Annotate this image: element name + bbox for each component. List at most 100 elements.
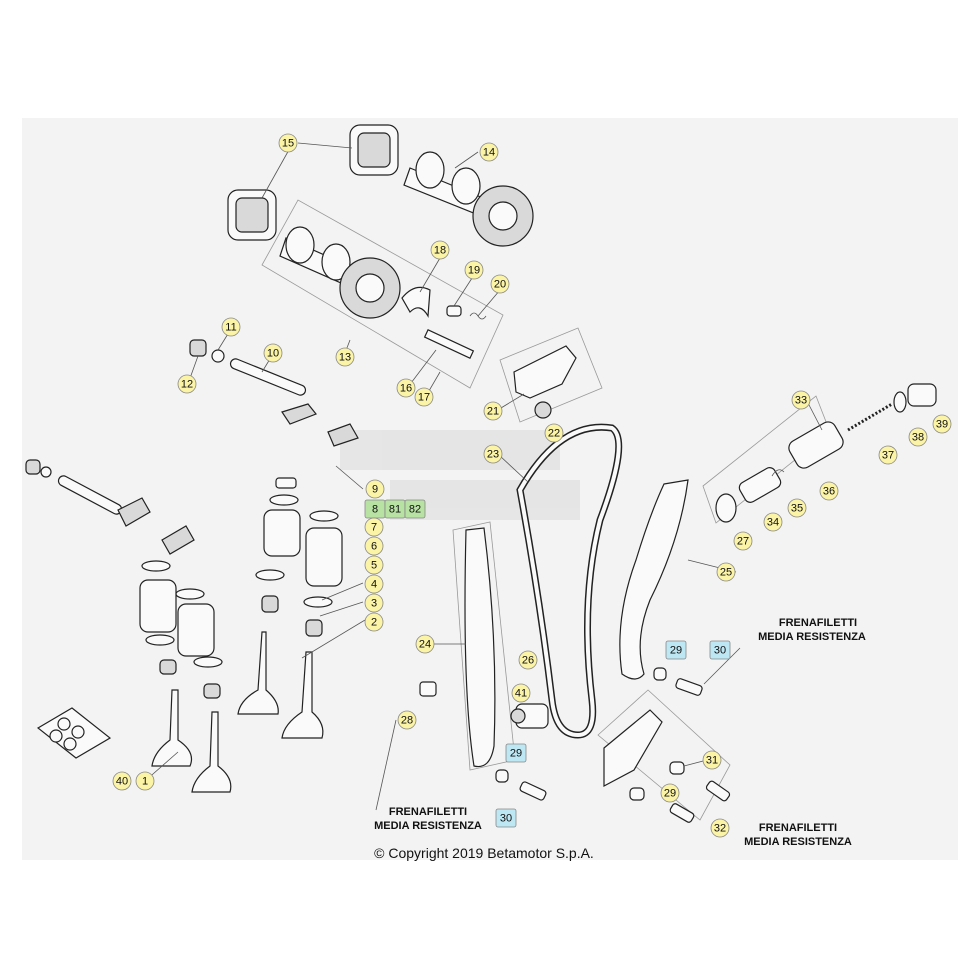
rocker-arm-upper-b — [327, 423, 359, 447]
callout-badge — [278, 133, 298, 153]
callout-badge — [414, 387, 434, 407]
intake-camshaft — [279, 226, 401, 319]
callout-number: 8 — [372, 504, 378, 516]
callout-badge — [483, 444, 503, 464]
callout-badge — [464, 260, 484, 280]
decompressor-shaft — [423, 329, 475, 359]
callout-badge — [878, 445, 898, 465]
screw-30-upper — [675, 678, 703, 696]
callout-badge — [364, 555, 384, 575]
callout-c5: 5 — [364, 555, 384, 575]
callout-number: 29 — [670, 645, 682, 657]
callout-number: 7 — [371, 522, 377, 534]
callout-number: 32 — [714, 823, 726, 835]
callout-number: 82 — [409, 504, 421, 516]
callout-c21: 21 — [483, 401, 503, 421]
callout-badge — [365, 479, 385, 499]
camshaft-bearing-lower — [227, 189, 277, 241]
camshaft-group-frame — [261, 199, 504, 389]
callout-number: 35 — [791, 503, 803, 515]
callout-c8: 8 — [364, 499, 386, 519]
callout-number: 29 — [510, 748, 522, 760]
callout-badge — [710, 818, 730, 838]
rocker-shaft-left — [57, 475, 123, 515]
callout-badge — [518, 650, 538, 670]
note-line-1: FRENAFILETTI — [389, 806, 467, 818]
callout-number: 33 — [795, 395, 807, 407]
rocker-shaft-left-plug — [25, 459, 41, 475]
support-bushing-a — [669, 761, 685, 775]
chain-tensioner-blade — [619, 479, 689, 680]
callout-c22: 22 — [544, 423, 564, 443]
callout-number: 37 — [882, 450, 894, 462]
callout-c32: 32 — [710, 818, 730, 838]
callout-badge — [660, 783, 680, 803]
callout-number: 36 — [823, 486, 835, 498]
tensioner-o-ring — [715, 493, 737, 523]
guide-support — [603, 709, 663, 787]
callout-badge — [763, 512, 783, 532]
callout-c40: 40 — [112, 771, 132, 791]
callout-badge — [819, 481, 839, 501]
callout-c23: 23 — [483, 444, 503, 464]
callout-number: 21 — [487, 406, 499, 418]
callout-badge — [364, 612, 384, 632]
callout-badge — [397, 710, 417, 730]
callout-number: 39 — [936, 419, 948, 431]
callout-number: 2 — [371, 617, 377, 629]
callout-c33: 33 — [791, 390, 811, 410]
callout-c19: 19 — [464, 260, 484, 280]
camshaft-bearing-upper — [349, 124, 399, 176]
callout-c29a: 29 — [665, 640, 687, 660]
callout-badge — [787, 498, 807, 518]
note-line-2: MEDIA RESISTENZA — [744, 836, 852, 848]
callout-badge — [716, 562, 736, 582]
callout-number: 5 — [371, 560, 377, 572]
callout-c20: 20 — [490, 274, 510, 294]
screw-28 — [419, 681, 437, 697]
callout-number: 25 — [720, 567, 732, 579]
callout-number: 34 — [767, 517, 779, 529]
chain-guide-frame — [499, 327, 603, 423]
callout-number: 12 — [181, 379, 193, 391]
callout-c31: 31 — [702, 750, 722, 770]
callout-number: 23 — [487, 449, 499, 461]
note-line-2: MEDIA RESISTENZA — [374, 820, 482, 832]
callout-number: 27 — [737, 536, 749, 548]
callout-badge — [733, 531, 753, 551]
callout-number: 16 — [400, 383, 412, 395]
threadlocker-note-2: FRENAFILETTI MEDIA RESISTENZA — [374, 806, 482, 832]
callout-number: 24 — [419, 639, 431, 651]
callout-badge — [364, 536, 384, 556]
callout-badge — [263, 343, 283, 363]
callout-number: 13 — [339, 352, 351, 364]
callout-number: 14 — [483, 147, 495, 159]
callout-number: 6 — [371, 541, 377, 553]
tensioner-washer — [893, 391, 907, 413]
callout-number: 1 — [142, 776, 148, 788]
callout-badge — [335, 347, 355, 367]
valve-assembly-left-b — [175, 588, 232, 793]
screw-32-a — [705, 780, 731, 802]
callout-number: 15 — [282, 138, 294, 150]
callout-c81: 81 — [384, 499, 406, 519]
callout-c15: 15 — [278, 133, 298, 153]
callout-number: 28 — [401, 715, 413, 727]
tensioner-cap — [907, 383, 937, 407]
threadlocker-note-1: FRENAFILETTI MEDIA RESISTENZA — [758, 617, 866, 643]
blade-bushing — [653, 667, 667, 681]
support-bushing-b — [629, 787, 645, 801]
callout-badge — [495, 808, 517, 828]
callout-c18: 18 — [430, 240, 450, 260]
valve-assembly-center — [281, 510, 343, 739]
callout-number: 9 — [372, 484, 378, 496]
callout-c29c: 29 — [660, 783, 680, 803]
copyright-text: © Copyright 2019 Betamotor S.p.A. — [374, 845, 594, 861]
callout-badge — [908, 427, 928, 447]
screw-32-b — [669, 803, 695, 823]
callout-c25: 25 — [716, 562, 736, 582]
tensioner-circlip — [771, 469, 785, 477]
decompressor-weight — [401, 286, 431, 318]
